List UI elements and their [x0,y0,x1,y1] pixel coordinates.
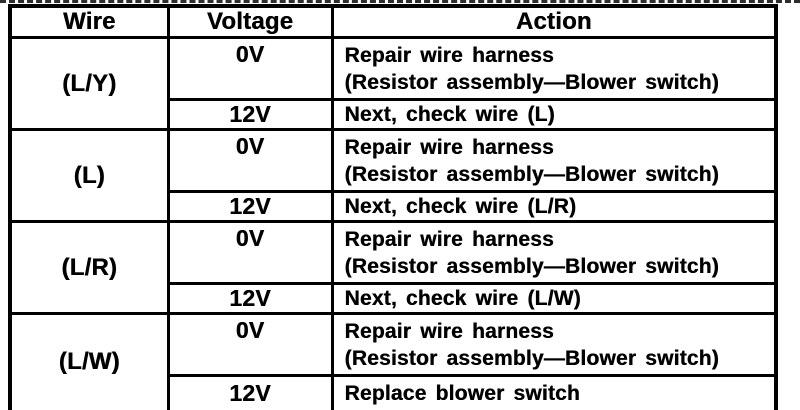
table-row: 12V Next, check wire (L/R) [10,190,778,223]
table-row: 12V Replace blower switch [10,374,778,410]
action-line-1: Next, check wire (L) [344,103,555,126]
action-line-1: Repair wire harness [344,136,554,159]
action-line-1: Next, check wire (L/R) [344,195,577,218]
header-row: Wire Voltage Action [8,4,778,39]
action-cell: Repair wire harness (Resistor assembly—B… [330,220,778,285]
action-line-2: (Resistor assembly—Blower switch) [344,71,719,94]
voltage-cell: 0V [166,220,334,285]
action-line-1: Repair wire harness [344,228,554,251]
voltage-cell: 0V [166,312,334,377]
voltage-cell: 12V [166,282,334,315]
action-line-1: Replace blower switch [344,381,580,405]
table-row: (L/R) 0V Repair wire harness (Resistor a… [8,220,778,315]
action-cell: Repair wire harness (Resistor assembly—B… [330,128,778,193]
wire-cell: (L) [8,128,170,223]
voltage-cell: 12V [166,98,334,131]
table-row: 12V Next, check wire (L/W) [10,282,778,315]
wire-cell: (L/Y) [8,36,170,131]
action-cell: Next, check wire (L/R) [330,190,778,223]
action-line-2: (Resistor assembly—Blower switch) [344,163,719,186]
action-line-2: (Resistor assembly—Blower switch) [344,347,719,370]
scan-artifact-line [0,0,800,3]
action-line-1: Repair wire harness [344,320,554,343]
table-row: (L) 0V Repair wire harness (Resistor ass… [8,128,778,223]
action-cell: Replace blower switch [330,374,778,410]
voltage-cell: 0V [166,36,334,101]
header-wire: Wire [8,4,170,39]
voltage-cell: 12V [166,190,334,223]
action-line-1: Next, check wire (L/W) [344,287,581,310]
action-line-2: (Resistor assembly—Blower switch) [344,255,719,278]
wire-cell: (L/W) [8,312,170,410]
wire-cell: (L/R) [8,220,170,315]
troubleshooting-table: Wire Voltage Action (L/Y) 0V Repair wire… [8,4,778,410]
action-cell: Next, check wire (L/W) [330,282,778,315]
table-row: (L/W) 0V Repair wire harness (Resistor a… [8,312,778,410]
header-voltage: Voltage [166,4,334,39]
action-line-1: Repair wire harness [344,44,554,67]
voltage-cell: 0V [166,128,334,193]
table-row: 12V Next, check wire (L) [10,98,778,131]
table-row: (L/Y) 0V Repair wire harness (Resistor a… [8,36,778,131]
header-action: Action [330,4,778,39]
action-cell: Repair wire harness (Resistor assembly—B… [330,312,778,377]
action-cell: Repair wire harness (Resistor assembly—B… [330,36,778,101]
action-cell: Next, check wire (L) [330,98,778,131]
voltage-cell: 12V [166,374,334,410]
